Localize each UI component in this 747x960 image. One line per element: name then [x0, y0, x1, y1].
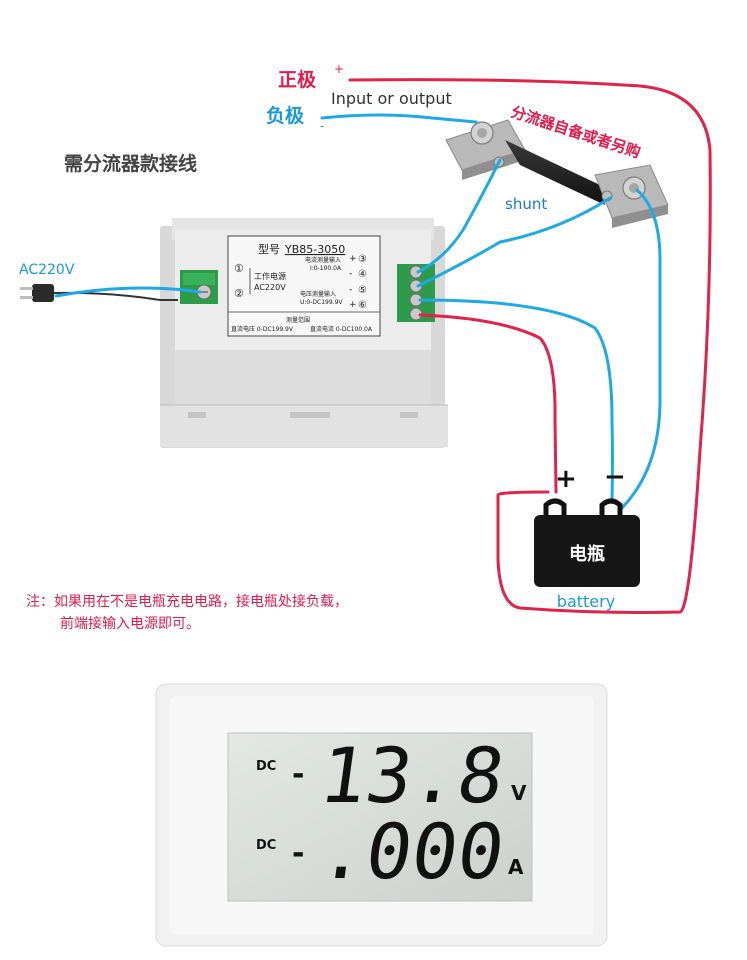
battery-label: battery: [557, 592, 615, 611]
battery-minus-sign: −: [604, 462, 626, 492]
battery-name: 电瓶: [569, 543, 605, 565]
range-title: 测量范围: [286, 316, 310, 324]
negative-label: 负极: [266, 104, 305, 127]
red-wires: [348, 78, 712, 614]
range-voltage: 直流电压 0-DC199.9V: [231, 325, 294, 333]
battery: [534, 498, 640, 587]
note-line-2: 前端接输入电源即可。: [60, 615, 200, 632]
blue-wires: [54, 113, 662, 512]
row1-sign: -: [292, 757, 304, 792]
voltage-range: U:0-DC199.9V: [300, 299, 343, 306]
row2-unit: A: [508, 855, 524, 879]
voltage-title: 电压测量输入: [300, 290, 336, 298]
page-title: 需分流器款接线: [64, 152, 197, 175]
row2-dc-label: DC: [256, 838, 276, 853]
terminal-5-sign: -: [349, 285, 352, 295]
battery-plus-sign: +: [555, 464, 577, 494]
model-number: YB85-3050: [284, 243, 345, 256]
ac-label: AC220V: [19, 262, 75, 278]
row1-unit: V: [511, 781, 527, 805]
model-prefix: 型号: [258, 242, 280, 256]
terminal-6-sign: +: [349, 300, 357, 310]
signal-terminal-block: [397, 264, 435, 322]
io-label: Input or output: [331, 89, 452, 108]
positive-sign: +: [334, 62, 344, 76]
row2-current-value: .000: [314, 808, 509, 897]
terminal-6-label: ⑥: [358, 300, 367, 311]
note-line-1: 注：如果用在不是电瓶充电电路，接电瓶处接负载，: [26, 593, 348, 610]
terminal-1-label: ①: [234, 262, 244, 275]
range-current: 直流电流 0-DC100.0A: [310, 325, 373, 333]
shunt-resistor: [445, 119, 669, 228]
meter-module: [160, 218, 448, 448]
terminal-2-label: ②: [234, 287, 244, 300]
terminal-4-sign: -: [349, 269, 352, 279]
positive-label: 正极: [278, 68, 317, 91]
module-label: [227, 235, 381, 337]
negative-sign: -: [320, 119, 324, 133]
terminal-4-label: ④: [358, 269, 367, 280]
row1-dc-label: DC: [256, 759, 276, 774]
row1-voltage-value: 13.8: [314, 732, 509, 821]
panel-meter: [155, 683, 608, 947]
power-terminal-block: [180, 270, 218, 304]
power-title: 工作电源: [254, 271, 286, 281]
current-range: I:0-100.0A: [310, 265, 342, 272]
current-title: 电流测量输入: [305, 256, 341, 264]
terminal-3-sign: +: [349, 254, 357, 264]
shunt-label: shunt: [505, 195, 547, 213]
battery-body: [534, 515, 640, 587]
row2-sign: -: [292, 836, 304, 871]
terminal-5-label: ⑤: [358, 285, 367, 296]
terminal-3-label: ③: [358, 254, 367, 265]
lcd-screen: [227, 732, 533, 902]
power-voltage: AC220V: [254, 283, 286, 292]
